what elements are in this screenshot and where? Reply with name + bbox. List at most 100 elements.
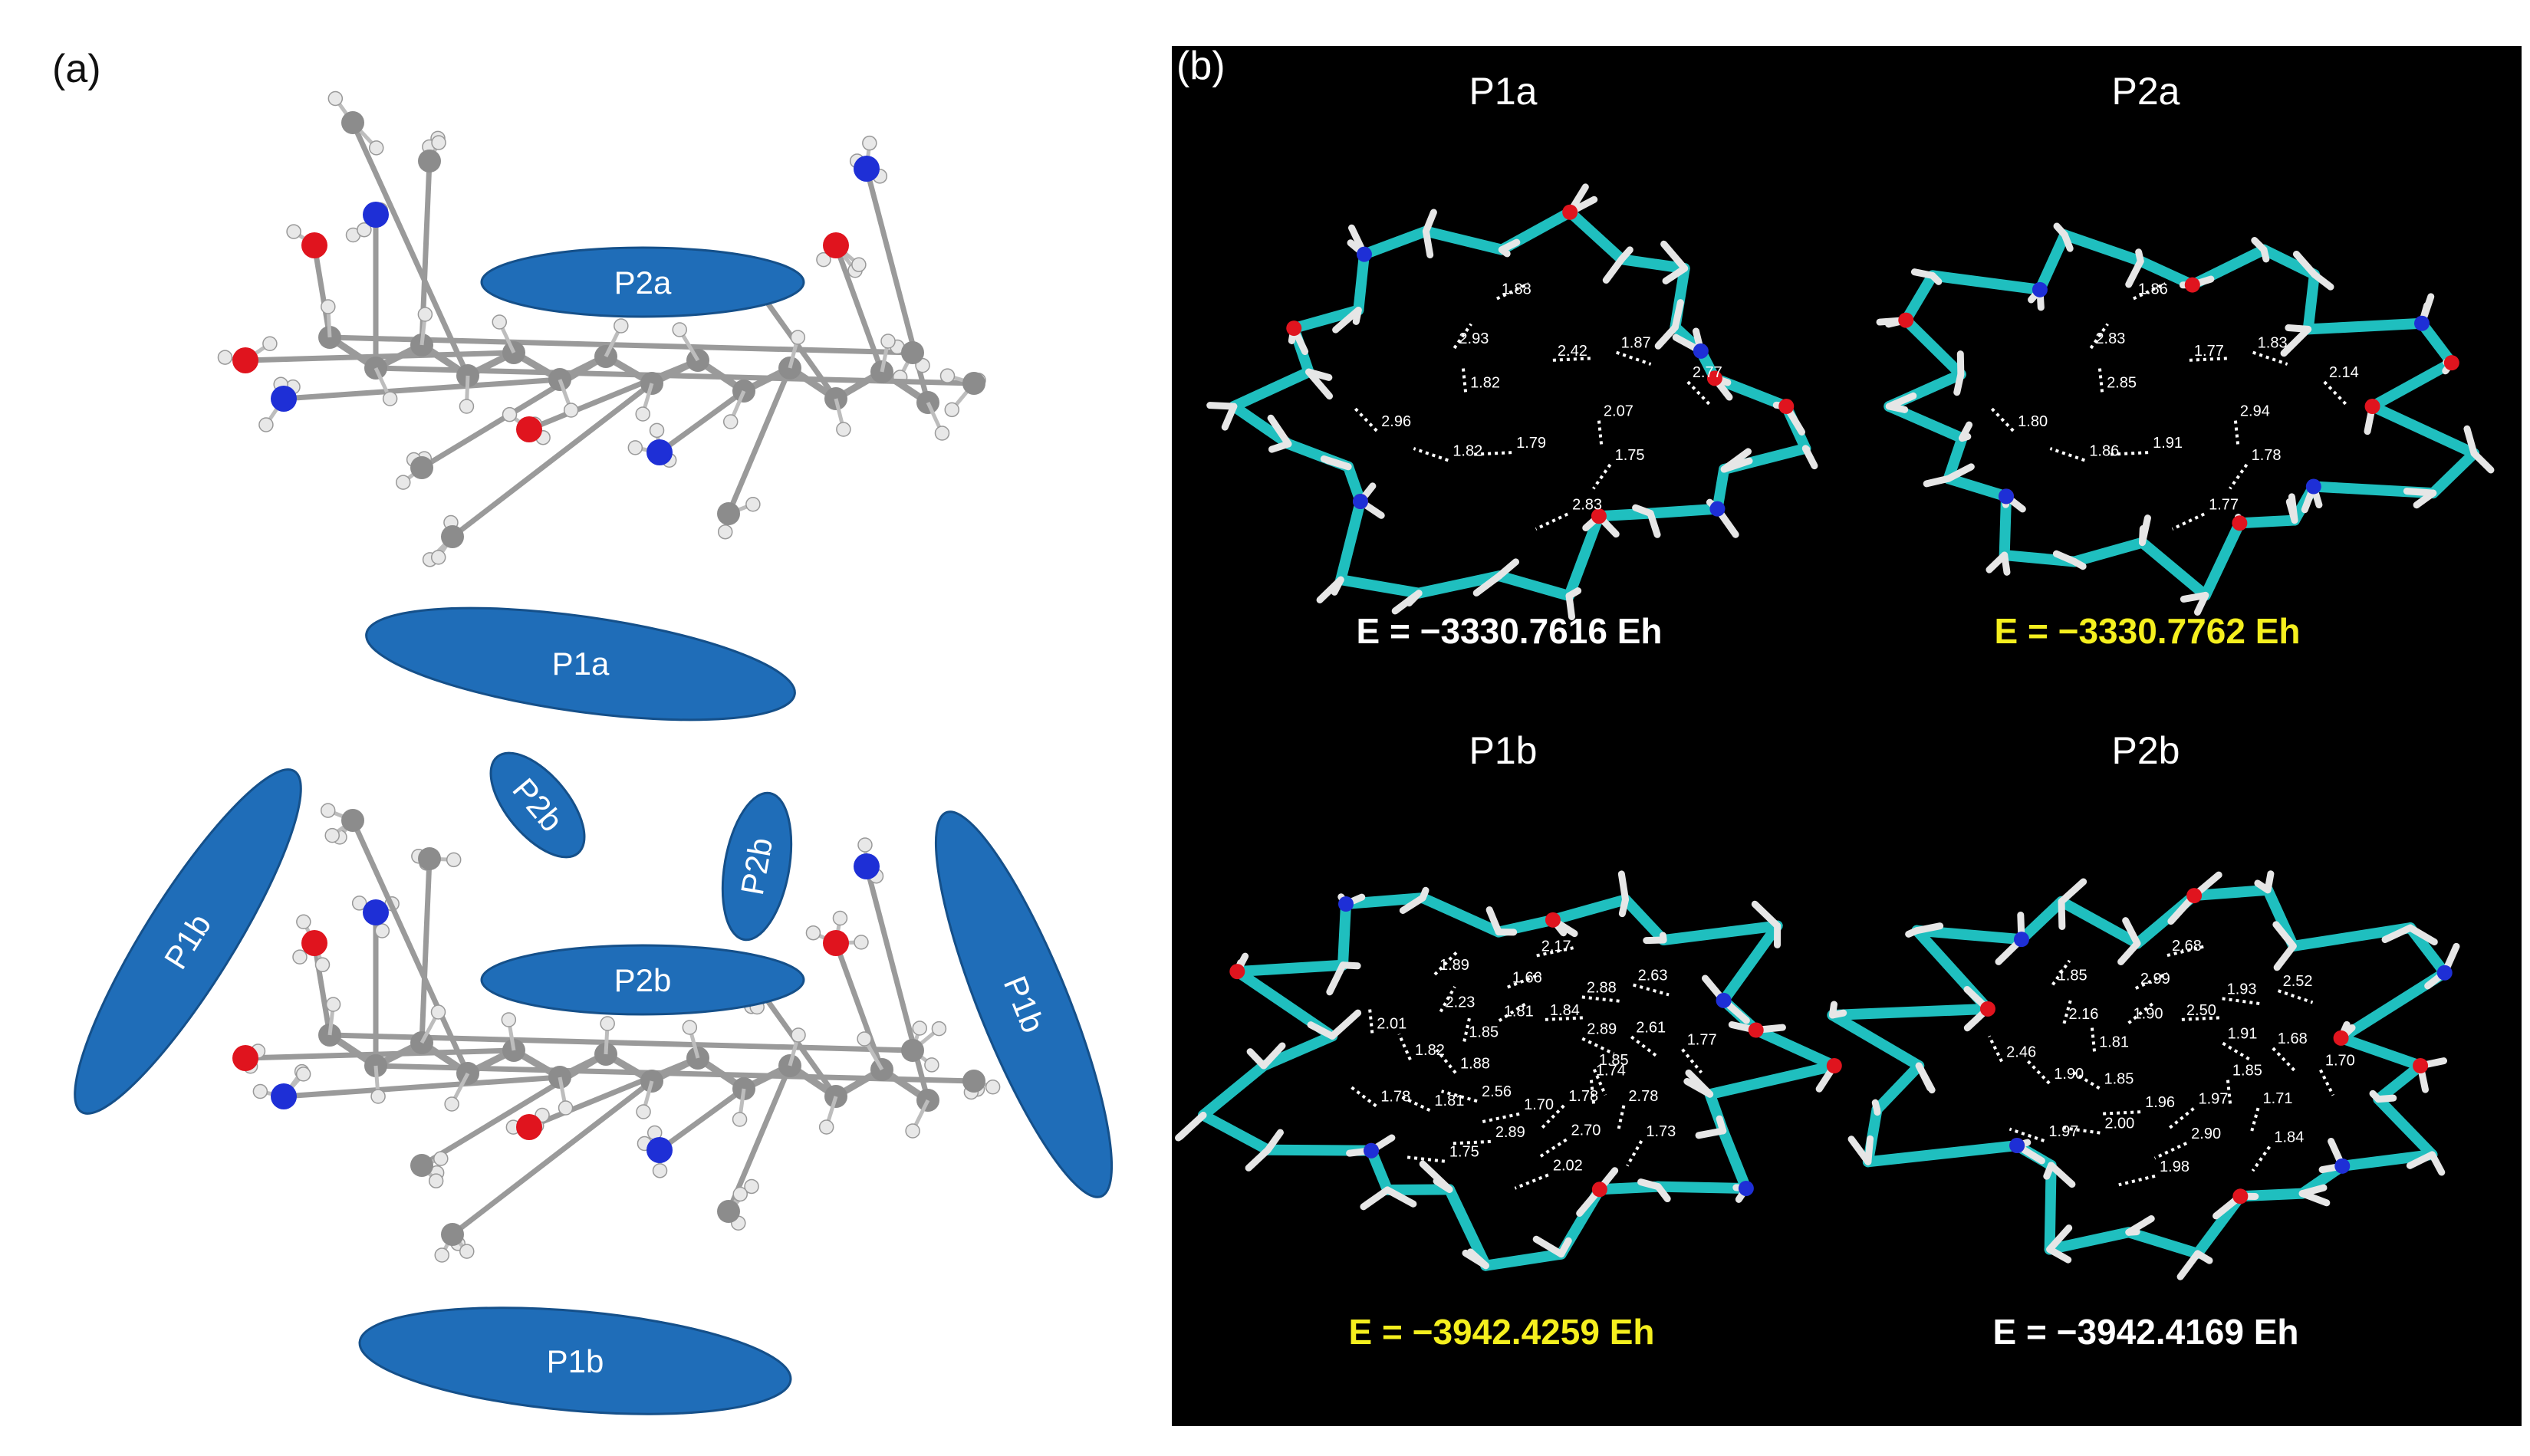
hbond-distance-label: 2.50 xyxy=(2186,1002,2216,1019)
structure-p1a-model: 2.071.752.831.791.822.961.822.931.882.42… xyxy=(1206,183,1818,620)
hbond-distance-label: 1.75 xyxy=(1615,447,1645,464)
hbond-distance-label: 1.81 xyxy=(2099,1034,2129,1050)
hbond-distance-label: 1.71 xyxy=(2263,1090,2293,1107)
hbond-distance-label: 2.85 xyxy=(2107,374,2137,391)
hbond-distance-label: 2.93 xyxy=(1459,330,1489,347)
hbond-distance-label: 1.88 xyxy=(1460,1055,1490,1072)
hbond-distance-label: 2.96 xyxy=(1381,413,1411,430)
hbond-distance-label: 1.97 xyxy=(2048,1123,2078,1140)
region-p2a: P2a xyxy=(480,246,805,318)
hbond-distance-label: 2.63 xyxy=(1638,968,1668,984)
hbond-distance-label: 1.75 xyxy=(1449,1144,1479,1161)
hbond-distance-label: 1.82 xyxy=(1453,442,1482,459)
hbond-distance-label: 2.88 xyxy=(1587,979,1617,996)
hbond-distance-label: 1.84 xyxy=(1550,1002,1580,1019)
hbond-distance-label: 1.84 xyxy=(2274,1129,2304,1146)
hbond-distance-label: 2.89 xyxy=(1587,1021,1617,1038)
hbond-distance-label: 1.82 xyxy=(1415,1042,1445,1059)
hbond-distance-label: 2.46 xyxy=(2006,1044,2036,1061)
structure-p1b-model: 1.742.78 1.73 1.78 2.70 2.02 1.70 2.89 1.75 2.56… xyxy=(1174,870,1842,1271)
region-p1a: P1a xyxy=(365,606,796,721)
panel-a: (a) P2a P1a P2b P2b P2b P1b P1 xyxy=(0,0,1166,1456)
hbond-distance-label: 1.91 xyxy=(2227,1026,2257,1043)
hbond-distance-label: 1.85 xyxy=(1599,1052,1629,1069)
hbond-distance-label: 1.81 xyxy=(1504,1003,1534,1020)
hbond-distance-label: 1.96 xyxy=(2145,1094,2175,1111)
hbond-distance-label: 1.78 xyxy=(1380,1089,1410,1106)
region-p1b-right: P1b xyxy=(934,810,1114,1198)
panel-b-label: (b) xyxy=(1176,44,1226,88)
region-p1b-left: P1b xyxy=(74,768,302,1115)
hbond-distance-label: 1.77 xyxy=(2194,343,2224,360)
structure-p2b-model: 1.851.711.841.972.901.981.962.001.971.85… xyxy=(1827,870,2460,1280)
hbond-distance-label: 2.56 xyxy=(1482,1083,1512,1100)
hbond-distance-label: 1.79 xyxy=(1516,435,1546,452)
region-p2a-label: P2a xyxy=(614,265,672,301)
hbond-distance-label: 2.23 xyxy=(1445,994,1475,1011)
molecule-bottom xyxy=(232,803,1001,1263)
hbond-distance-label: 1.78 xyxy=(1568,1088,1598,1105)
structure-p2a-model: 2.94 1.78 1.77 1.91 1.86 1.80 2.85 2.83 1.86 1.77… xyxy=(1876,222,2495,616)
hbond-distance-label: 1.68 xyxy=(2278,1030,2308,1047)
hbond-distance-label: 2.02 xyxy=(1553,1157,1583,1174)
region-p1a-label: P1a xyxy=(552,646,610,682)
hbond-distance-label: 1.86 xyxy=(2089,442,2119,459)
hbond-distance-label: 1.98 xyxy=(2160,1159,2189,1175)
hbond-distance-label: 2.07 xyxy=(1604,403,1633,420)
hbond-distance-label: 2.42 xyxy=(1558,343,1587,360)
structure-p2a-energy: E = −3330.7762 Eh xyxy=(1994,611,2301,651)
hbond-distance-label: 1.80 xyxy=(2018,413,2048,430)
hbond-distance-label: 1.70 xyxy=(2325,1052,2355,1069)
region-p1b-bottom: P1b xyxy=(358,1306,792,1415)
hbond-distance-label: 1.81 xyxy=(1434,1093,1464,1109)
hbond-distance-label: 1.83 xyxy=(2258,335,2288,352)
hbond-distance-label: 1.93 xyxy=(2227,981,2257,998)
region-p2b-center: P2b xyxy=(480,944,805,1016)
structure-p2b-title: P2b xyxy=(2111,729,2180,772)
structure-p1b-energy: E = −3942.4259 Eh xyxy=(1348,1312,1655,1352)
hbond-distance-label: 2.90 xyxy=(2191,1126,2221,1142)
hbond-distance-label: 1.77 xyxy=(1687,1032,1717,1049)
hbond-distance-label: 2.99 xyxy=(2140,971,2170,988)
hbond-distance-label: 1.77 xyxy=(2209,496,2239,513)
panel-a-figure: P2a P1a P2b P2b P2b P1b P1b P1b xyxy=(74,90,1114,1415)
hbond-distance-label: 2.77 xyxy=(1693,364,1722,381)
hbond-distance-label: 1.97 xyxy=(2198,1091,2228,1108)
structure-p1b-title: P1b xyxy=(1469,729,1538,772)
hbond-distance-label: 1.91 xyxy=(2153,435,2183,452)
hbond-distance-label: 1.78 xyxy=(2252,447,2282,464)
hbond-distance-label: 1.82 xyxy=(1470,374,1500,391)
hbond-distance-label: 1.86 xyxy=(2138,281,2168,298)
hbond-distance-label: 1.89 xyxy=(1439,957,1469,974)
hbond-distance-label: 2.83 xyxy=(2095,330,2125,347)
structure-p2a-title: P2a xyxy=(2111,70,2180,113)
hbond-distance-label: 1.90 xyxy=(2054,1066,2084,1083)
hbond-distance-label: 2.17 xyxy=(1541,938,1571,955)
hbond-distance-label: 2.61 xyxy=(1636,1019,1666,1036)
structure-p1a-title: P1a xyxy=(1469,70,1538,113)
hbond-distance-label: 2.89 xyxy=(1495,1124,1525,1141)
hbond-distance-label: 2.78 xyxy=(1628,1088,1658,1105)
hbond-distance-label: 2.94 xyxy=(2240,403,2270,420)
hbond-distance-label: 1.87 xyxy=(1621,335,1651,352)
hbond-distance-label: 1.88 xyxy=(1502,281,1531,298)
panel-a-label: (a) xyxy=(52,47,101,91)
hbond-distance-label: 1.70 xyxy=(1524,1096,1554,1113)
hbond-distance-label: 1.66 xyxy=(1512,970,1542,987)
structure-p2b-energy: E = −3942.4169 Eh xyxy=(1992,1312,2299,1352)
hbond-distance-label: 2.00 xyxy=(2104,1116,2134,1132)
hbond-distance-label: 1.90 xyxy=(2134,1005,2163,1022)
region-p2b-center-label: P2b xyxy=(614,962,672,998)
hbond-distance-label: 1.85 xyxy=(1469,1024,1499,1040)
hbond-distance-label: 1.85 xyxy=(2058,967,2087,984)
hbond-distance-label: 1.73 xyxy=(1646,1123,1676,1140)
hbond-distance-label: 2.68 xyxy=(2172,938,2202,955)
hbond-distance-label: 1.85 xyxy=(2232,1063,2262,1080)
structure-p1a-energy: E = −3330.7616 Eh xyxy=(1356,611,1663,651)
region-p1b-bottom-label: P1b xyxy=(547,1343,604,1379)
hbond-distance-label: 2.01 xyxy=(1377,1015,1406,1032)
hbond-distance-label: 1.74 xyxy=(1596,1063,1626,1080)
hbond-distance-label: 1.85 xyxy=(2104,1070,2134,1087)
hbond-distance-label: 2.52 xyxy=(2283,973,2313,990)
hbond-distance-label: 2.70 xyxy=(1571,1122,1601,1139)
